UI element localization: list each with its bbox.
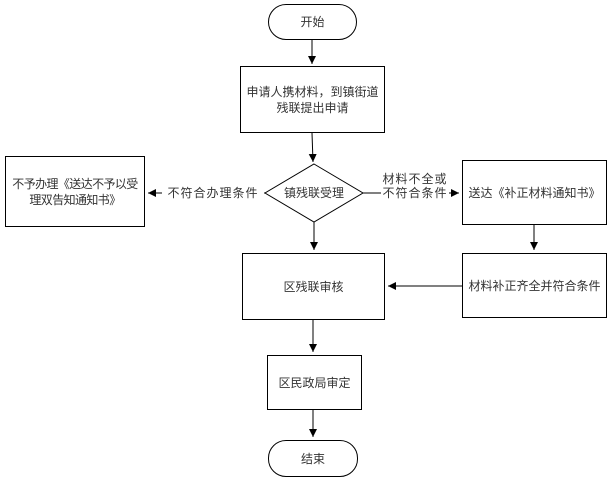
node-start-label: 开始 — [300, 15, 325, 29]
node-start: 开始 — [268, 4, 357, 40]
edge-label-not-qualified: 不符合办理条件 — [162, 186, 264, 200]
node-supplement-complete: 材料补正齐全并符合条件 — [462, 253, 607, 318]
node-district-review: 区残联审核 — [242, 253, 385, 320]
decision-diamond-shape — [264, 163, 364, 223]
node-district-review-label: 区残联审核 — [283, 279, 344, 294]
node-reject-notice-label: 不予办理《送达不予以受理双告知通知书》 — [12, 176, 138, 207]
node-supplement-notice-label: 送达《补正材料通知书》 — [468, 185, 601, 200]
node-civil-affairs-approval: 区民政局审定 — [267, 355, 362, 410]
node-supplement-notice: 送达《补正材料通知书》 — [462, 160, 607, 225]
node-town-acceptance-label: 镇残联受理 — [283, 186, 344, 200]
node-reject-notice: 不予办理《送达不予以受理双告知通知书》 — [5, 156, 145, 227]
node-supplement-complete-label: 材料补正齐全并符合条件 — [468, 278, 601, 293]
node-end-label: 结束 — [300, 451, 325, 466]
edge-label-materials-incomplete: 材料不全或不符合条件 — [381, 172, 449, 200]
node-civil-affairs-approval-label: 区民政局审定 — [278, 375, 351, 390]
node-apply: 申请人携材料，到镇街道残联提出申请 — [240, 66, 385, 133]
node-end: 结束 — [268, 440, 358, 477]
connector-apply-decision — [308, 132, 317, 163]
node-apply-label: 申请人携材料，到镇街道残联提出申请 — [246, 84, 379, 115]
